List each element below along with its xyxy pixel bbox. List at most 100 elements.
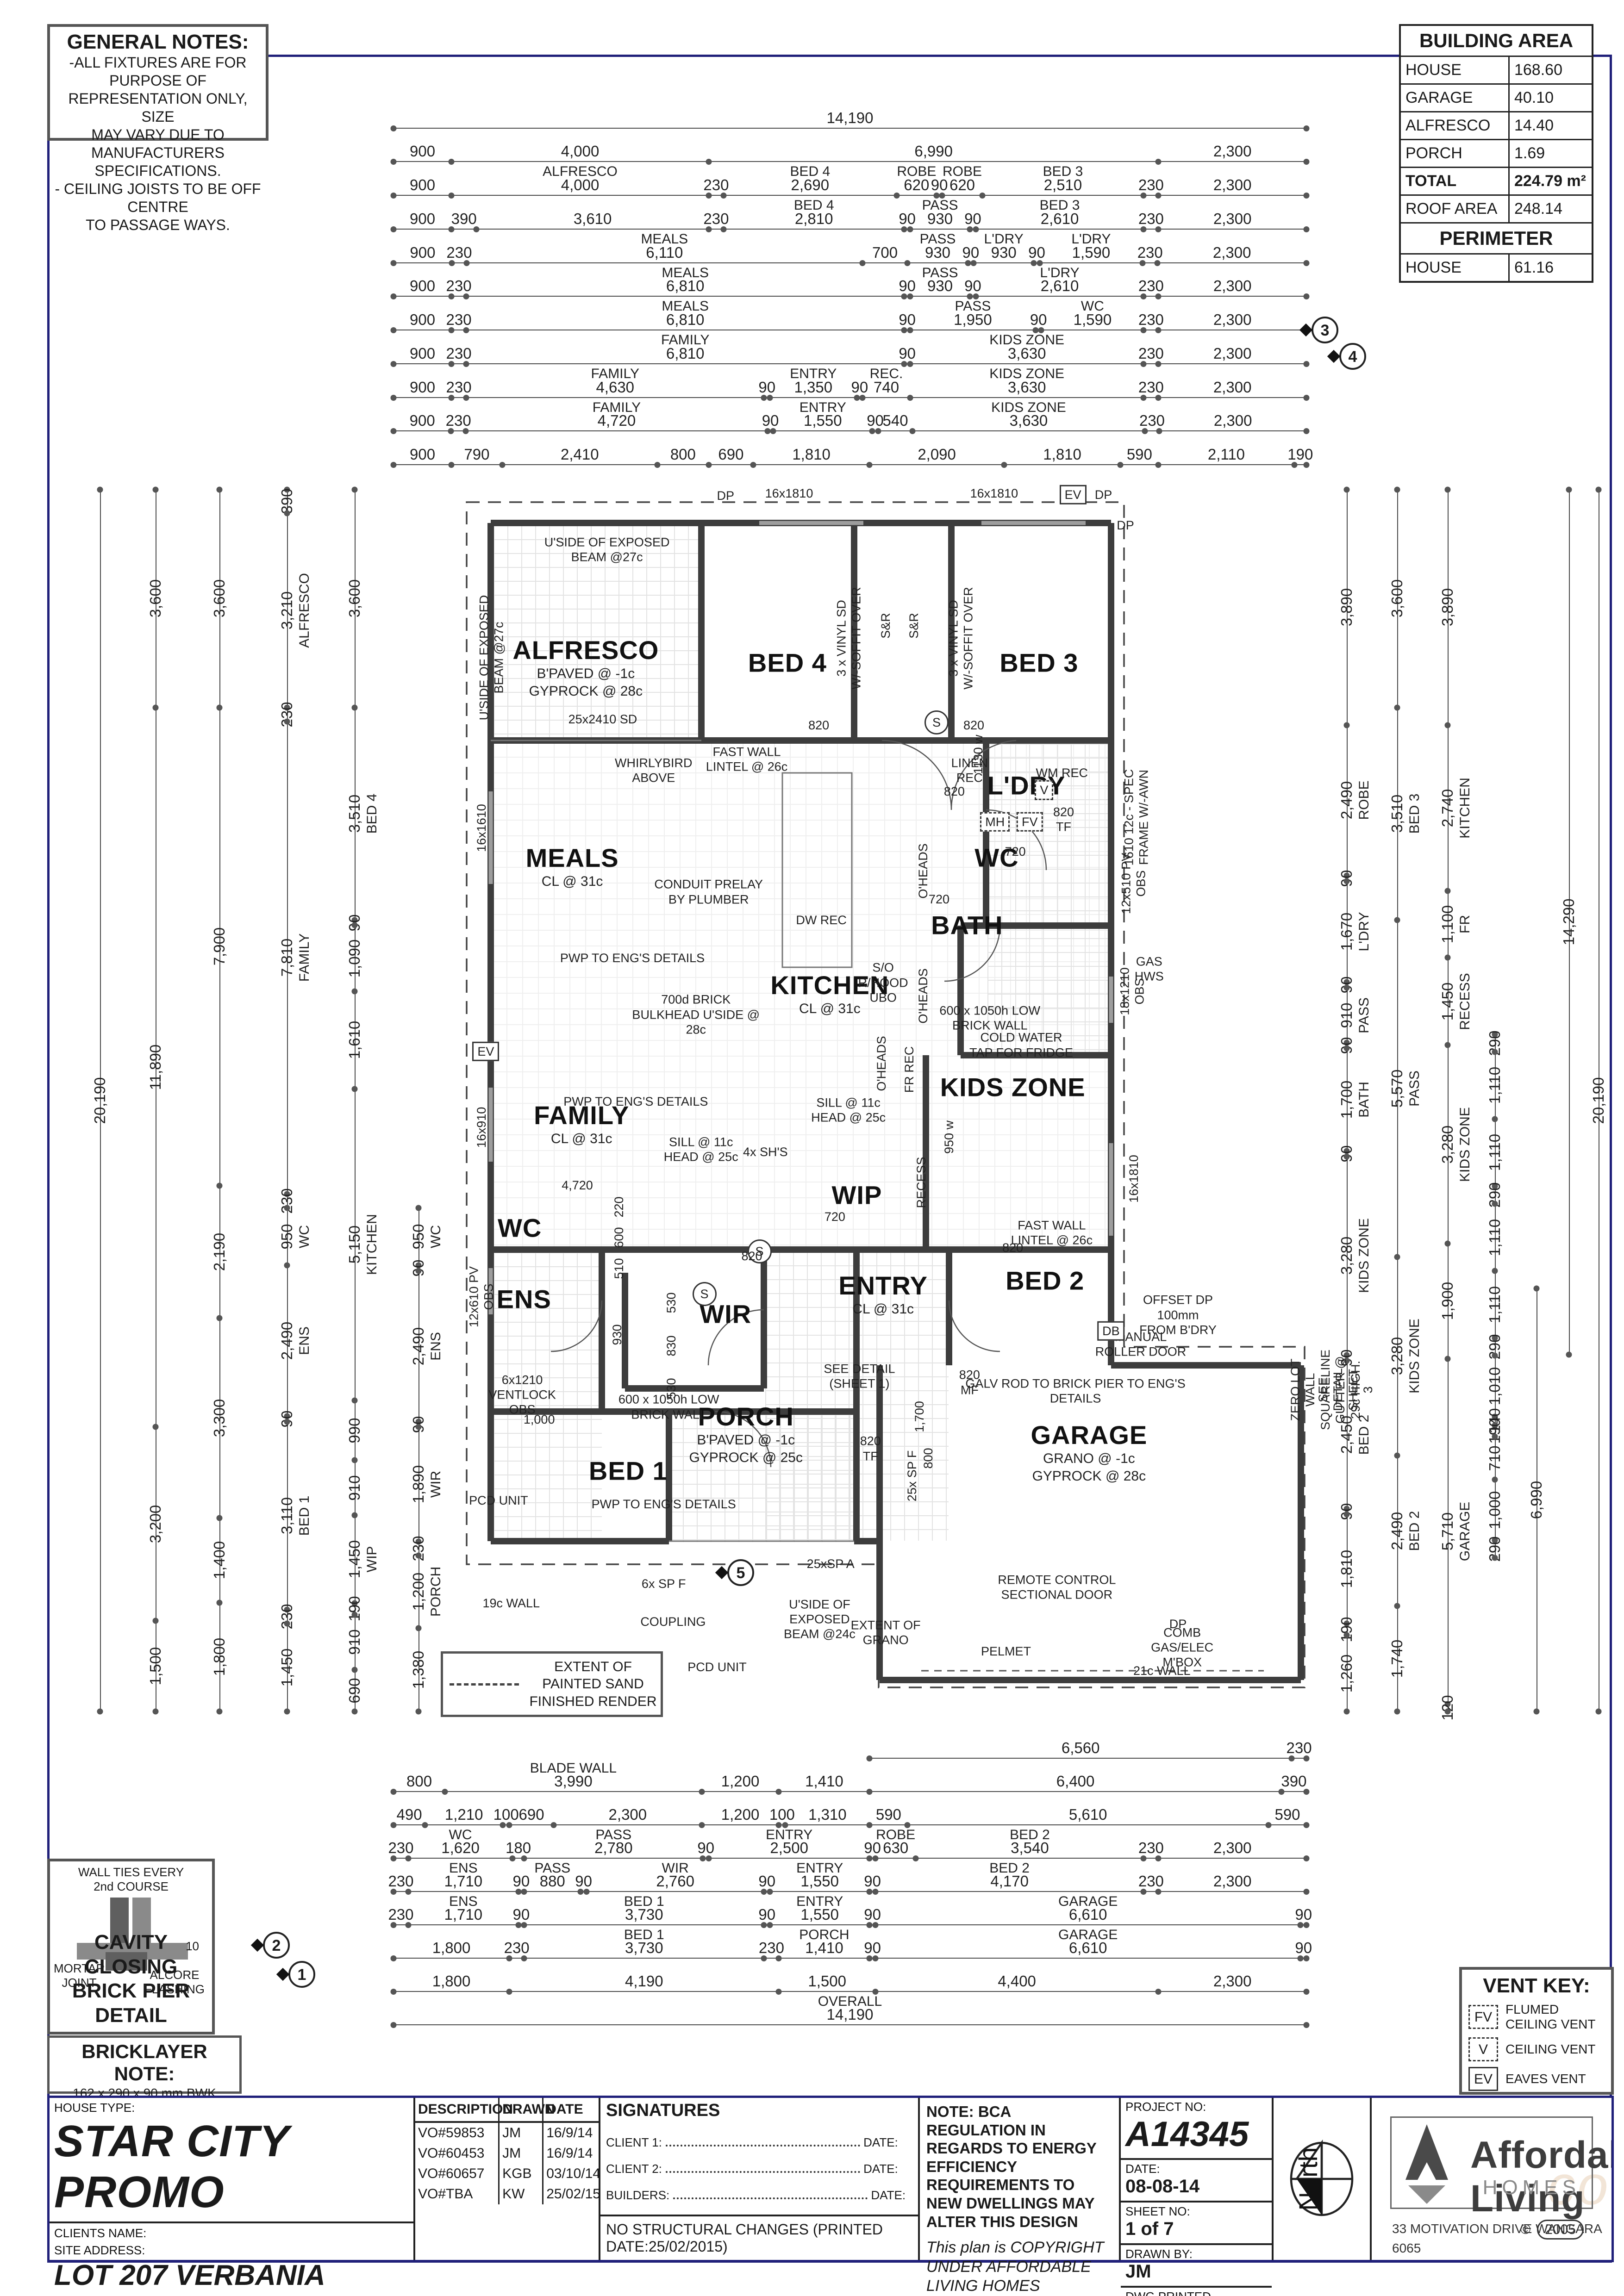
dim-room-label: FAMILY bbox=[592, 399, 641, 415]
room-sub: GYPROCK @ 28c bbox=[529, 683, 643, 699]
room-sub: B'PAVED @ -1c bbox=[697, 1432, 795, 1448]
dim-value: 90 bbox=[1028, 243, 1045, 261]
dim-tick bbox=[448, 461, 455, 468]
dim-tick bbox=[1303, 226, 1310, 232]
open-edges bbox=[491, 740, 854, 1542]
dim-value: 2,490 bbox=[410, 1327, 427, 1366]
dim-tick bbox=[415, 1552, 422, 1559]
dim-value: 1,450 bbox=[278, 1648, 296, 1687]
general-notes-title: GENERAL NOTES: bbox=[67, 31, 249, 53]
dim-tick bbox=[351, 1667, 358, 1673]
vent-key-label: CEILING VENT bbox=[1505, 2042, 1596, 2057]
dashed-line-sample bbox=[450, 1683, 519, 1686]
revision-desc: VO#60657 bbox=[415, 2164, 500, 2184]
dim-value: 1,800 bbox=[211, 1638, 228, 1676]
watermark: cotality bbox=[1548, 2154, 1612, 2216]
col-description: DESCRIPTION bbox=[415, 2098, 513, 2123]
dim-value: 90 bbox=[899, 210, 916, 227]
dim-value: 3,890 bbox=[1438, 588, 1456, 627]
room-name: FAMILY bbox=[534, 1100, 630, 1130]
revision-drawn: KGB bbox=[500, 2164, 544, 2184]
dim-value: 1,210 bbox=[444, 1805, 483, 1823]
dim-tick bbox=[1343, 1511, 1350, 1518]
annotation: EXTENT OF GRANO bbox=[850, 1618, 921, 1647]
dim-value: 90 bbox=[762, 412, 779, 429]
dim-value: 230 bbox=[1286, 1739, 1312, 1756]
dim-tick bbox=[1140, 361, 1147, 367]
dim-value: 230 bbox=[446, 311, 472, 329]
annotation: PWP TO ENG'S DETAILS bbox=[591, 1497, 736, 1511]
dim-tick bbox=[1343, 1632, 1350, 1638]
annotation: 4x SH'S bbox=[743, 1145, 788, 1159]
revision-header: DESCRIPTION DRAWN DATE bbox=[415, 2098, 599, 2123]
dim-tick bbox=[415, 1625, 422, 1631]
dim-tick bbox=[1303, 1888, 1310, 1895]
title-block: HOUSE TYPE: STAR CITY PROMO CLIENTS NAME… bbox=[47, 2096, 1614, 2296]
dim-room-label: BLADE WALL bbox=[530, 1760, 617, 1776]
dim-tick bbox=[448, 226, 455, 232]
dim-tick bbox=[1155, 394, 1162, 401]
dim-value: 14,290 bbox=[1560, 898, 1577, 946]
table-value: 168.60 bbox=[1514, 61, 1562, 79]
dim-room-label: BED 3 bbox=[1039, 198, 1080, 213]
dim-value: 14,190 bbox=[826, 2005, 874, 2023]
annotation: 800 bbox=[921, 1448, 935, 1469]
dim-room-label: BED 4 bbox=[790, 164, 831, 180]
drawn-by-label: DRAWN BY: bbox=[1125, 2247, 1193, 2261]
dim-tick bbox=[1155, 159, 1162, 165]
annotation: O'HEADS bbox=[874, 1036, 888, 1091]
room-sub: CL @ 31c bbox=[541, 873, 603, 889]
sheet-no-section: SHEET NO: 1 of 7 bbox=[1121, 2203, 1272, 2245]
dim-value: 930 bbox=[927, 277, 953, 295]
copyright-note: This plan is COPYRIGHT UNDER AFFORDABLE … bbox=[926, 2239, 1104, 2295]
annotation: 6x1210 VENTLOCK OBS bbox=[488, 1373, 556, 1417]
dim-room-label: ENTRY bbox=[796, 1894, 843, 1909]
logo-arrow-inner bbox=[1416, 2162, 1438, 2184]
dim-value: 880 bbox=[539, 1872, 565, 1890]
dim-value: 90 bbox=[962, 243, 980, 261]
dim-room-label: ENS bbox=[449, 1860, 478, 1876]
dim-tick bbox=[1139, 260, 1146, 266]
dim-tick bbox=[415, 1268, 422, 1274]
dim-tick bbox=[1394, 1452, 1400, 1459]
dim-value: 1,810 bbox=[1043, 445, 1081, 463]
logo-dart-icon bbox=[1408, 2185, 1445, 2204]
dim-value: 2,490 bbox=[1338, 781, 1355, 820]
dim-value: 90 bbox=[512, 1872, 530, 1890]
dim-value: 3,890 bbox=[1338, 588, 1355, 627]
dim-room-label: PASS bbox=[955, 299, 991, 314]
dim-value: 690 bbox=[346, 1678, 363, 1704]
dim-value: 1,400 bbox=[211, 1541, 228, 1580]
dim-tick bbox=[390, 1988, 397, 1995]
annotation: SEE DETAIL (SHEET 1) bbox=[824, 1362, 895, 1391]
annotation: 25x2410 SD bbox=[568, 712, 637, 726]
dim-tick bbox=[764, 428, 771, 435]
dim-room-label: BED 2 bbox=[1406, 1511, 1422, 1551]
dim-tick bbox=[720, 193, 727, 199]
general-note-line: REPRESENTATION ONLY, SIZE bbox=[68, 90, 248, 125]
annotation: 820 bbox=[963, 718, 985, 732]
dim-value: 630 bbox=[883, 1839, 909, 1856]
dim-room-label: L'DRY bbox=[1040, 265, 1080, 280]
builder-address-line: 33 MOTIVATION DRIVE WANGARA 6065 bbox=[1392, 2221, 1602, 2255]
general-note-line: SPECIFICATIONS. bbox=[94, 162, 221, 180]
dim-value: 90 bbox=[864, 1872, 881, 1890]
dim-tick bbox=[1303, 361, 1310, 367]
signature-row: BUILDERS: DATE: bbox=[606, 2188, 906, 2202]
v-vent-code: V bbox=[1468, 2037, 1498, 2062]
dim-value: 690 bbox=[518, 1805, 544, 1823]
dim-value: 3,610 bbox=[573, 210, 612, 227]
dim-tick bbox=[1343, 878, 1350, 884]
dim-room-label: BED 2 bbox=[989, 1860, 1030, 1876]
table-key: PORCH bbox=[1401, 140, 1510, 167]
room-label: WIP bbox=[832, 1180, 882, 1210]
dim-tick bbox=[1303, 1755, 1310, 1761]
dim-tick bbox=[463, 260, 470, 266]
room-label: BED 3 bbox=[999, 647, 1078, 678]
